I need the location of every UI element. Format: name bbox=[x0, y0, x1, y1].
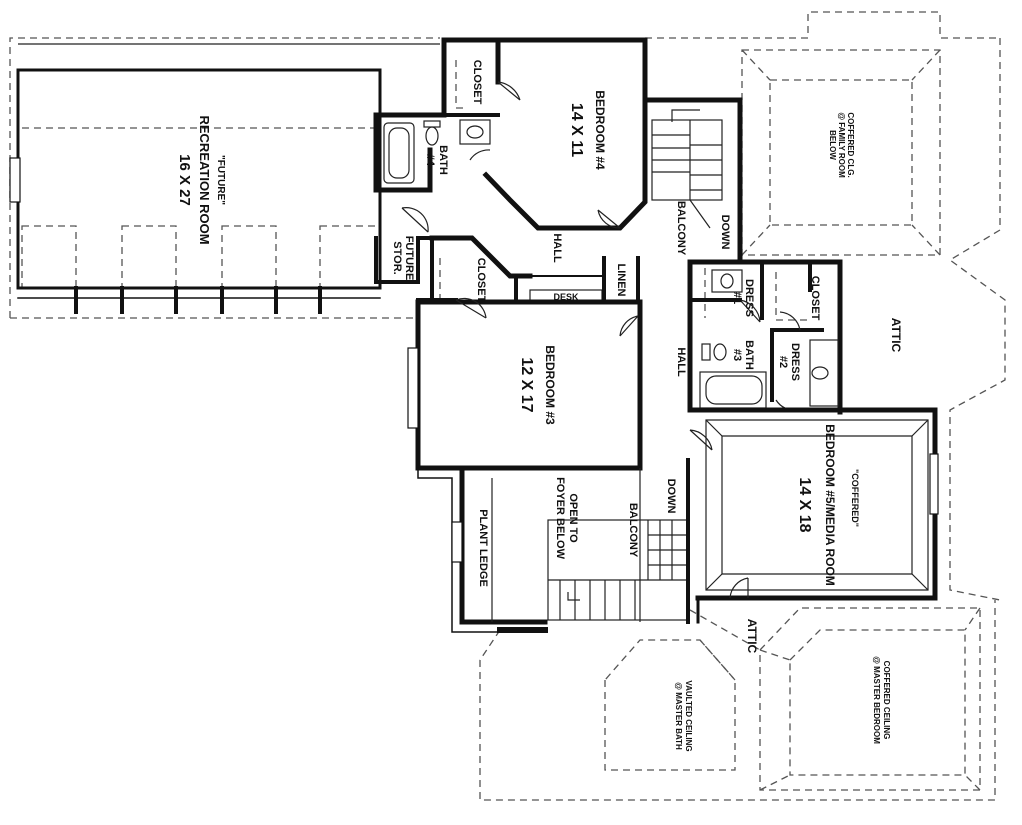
future-stor-label-2: STOR. bbox=[391, 241, 403, 274]
down-lower-label: DOWN bbox=[665, 479, 677, 514]
open-to-label-2: FOYER BELOW bbox=[554, 477, 566, 560]
circulation-labels: HALL HALL BALCONY BALCONY DOWN DOWN bbox=[551, 201, 731, 558]
open-to-label-1: OPEN TO bbox=[567, 493, 579, 543]
attic-labels: ATTIC ATTIC bbox=[745, 318, 903, 654]
room-labels: "FUTURE" RECREATION ROOM 16 X 27 BEDROOM… bbox=[176, 60, 860, 587]
bedroom5-walls bbox=[687, 407, 939, 624]
bedroom3-walls bbox=[374, 207, 643, 471]
bedroom5-label-size: 14 X 18 bbox=[796, 477, 813, 532]
bedroom5-label-name: BEDROOM #5/MEDIA ROOM bbox=[823, 424, 837, 586]
closet-top-label: CLOSET bbox=[471, 60, 483, 105]
bath3-label-name: BATH bbox=[743, 340, 755, 370]
dress1-label-num: #1 bbox=[731, 292, 743, 304]
bath4-label-num: #4 bbox=[424, 154, 436, 167]
foyer-walls bbox=[417, 458, 690, 633]
bedroom4-walls bbox=[373, 37, 648, 231]
recreation-room-walls bbox=[9, 43, 440, 314]
hall-upper-label: HALL bbox=[551, 233, 563, 263]
family-note-2: @ FAMILY ROOM bbox=[837, 112, 846, 178]
recreation-label-3: 16 X 27 bbox=[176, 154, 193, 206]
closet-right-label: CLOSET bbox=[809, 276, 821, 321]
bedroom4-label-name: BEDROOM #4 bbox=[593, 90, 607, 170]
dress2-label-name: DRESS bbox=[789, 343, 801, 381]
closet-b3-label: CLOSET bbox=[475, 258, 487, 303]
bedroom3-label-name: BEDROOM #3 bbox=[543, 345, 557, 425]
hall-mid-label: HALL bbox=[675, 347, 687, 377]
master-bath-note-1: VAULTED CEILING bbox=[684, 680, 693, 751]
balcony-upper-label: BALCONY bbox=[675, 201, 687, 256]
dress2-label-num: #2 bbox=[777, 356, 789, 368]
down-upper-label: DOWN bbox=[719, 215, 731, 250]
bath3-label-num: #3 bbox=[731, 349, 743, 361]
ceiling-notes: COFFERED CLG. @ FAMILY ROOM BELOW VAULTE… bbox=[674, 112, 891, 751]
family-note-3: BELOW bbox=[828, 130, 837, 160]
recreation-label-1: "FUTURE" bbox=[215, 155, 226, 205]
bath3-walls bbox=[687, 259, 843, 415]
attic-bottom-label: ATTIC bbox=[745, 619, 759, 654]
recreation-label-2: RECREATION ROOM bbox=[197, 115, 212, 244]
bedroom4-label-size: 14 X 11 bbox=[568, 103, 585, 157]
master-bed-note-1: COFFERED CEILING bbox=[882, 661, 891, 740]
upper-stair bbox=[642, 97, 743, 265]
family-note-1: COFFERED CLG. bbox=[846, 112, 855, 177]
plant-ledge-label: PLANT LEDGE bbox=[477, 509, 489, 587]
desk-label: DESK bbox=[553, 292, 579, 302]
master-bed-note-2: @ MASTER BEDROOM bbox=[872, 656, 881, 744]
bedroom3-label-size: 12 X 17 bbox=[518, 357, 535, 412]
attic-right-label: ATTIC bbox=[889, 318, 903, 353]
master-bath-note-2: @ MASTER BATH bbox=[674, 682, 683, 750]
bath4-label-name: BATH bbox=[437, 145, 449, 175]
linen-label: LINEN bbox=[615, 264, 627, 297]
future-stor-label-1: FUTURE bbox=[403, 236, 415, 281]
dress1-label-name: DRESS bbox=[743, 279, 755, 317]
balcony-lower-label: BALCONY bbox=[627, 503, 639, 558]
bedroom5-label-note: "COFFERED" bbox=[850, 469, 860, 527]
